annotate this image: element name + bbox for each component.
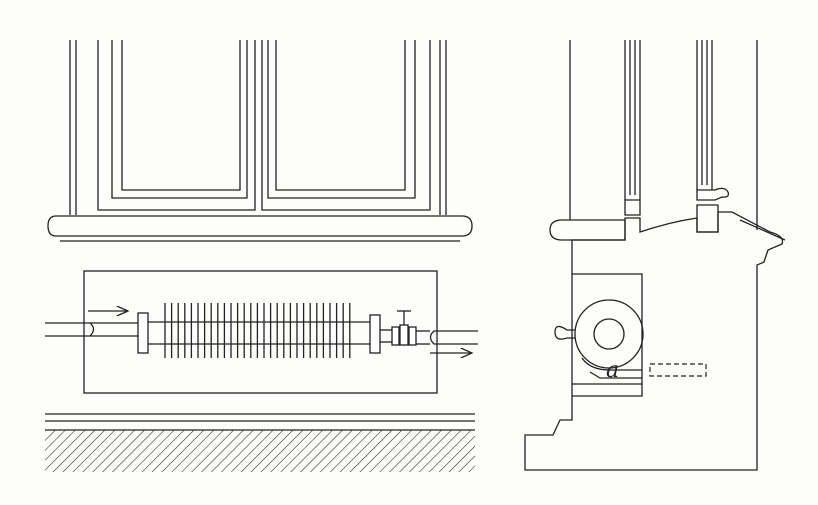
radiator-niche [83, 270, 438, 394]
dashed-bracket [649, 363, 707, 377]
radiator-fins [164, 303, 351, 358]
window-elevation [69, 40, 447, 215]
window-sill [47, 215, 473, 242]
radiator-elevation [45, 303, 478, 358]
outlet-flange [369, 314, 381, 354]
valve-icon [391, 310, 417, 346]
floor-elevation [45, 413, 475, 472]
label-a: a [606, 358, 620, 383]
radiator-section [554, 299, 707, 385]
inlet-flange [137, 312, 149, 354]
wall-section [524, 40, 786, 471]
